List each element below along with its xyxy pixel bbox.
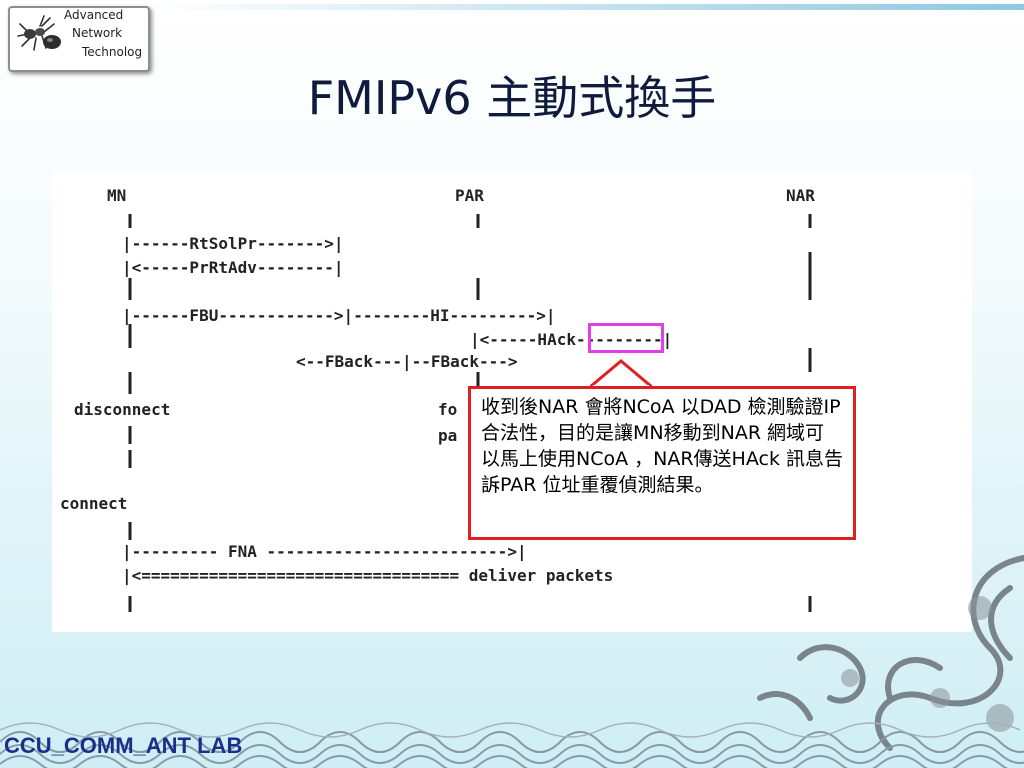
logo-line-1: Advanced — [64, 8, 124, 22]
msg-prrtadv: |<-----PrRtAdv--------| — [122, 258, 344, 277]
label-connect: connect — [60, 494, 128, 513]
label-fo: fo — [438, 400, 458, 419]
msg-rtsolpr: |------RtSolPr------->| — [122, 234, 344, 253]
header-decor-line — [150, 4, 1024, 10]
msg-fna: |--------- FNA -------------------------… — [122, 542, 527, 561]
msg-deliver-packets: |<================================= deli… — [122, 566, 614, 585]
slide-title: FMIPv6 主動式換手 — [307, 71, 717, 125]
hack-highlight-box — [588, 323, 664, 353]
node-label-nar: NAR — [786, 186, 815, 205]
callout-pointer — [590, 359, 652, 389]
logo-line-3: Technolog — [82, 45, 143, 59]
footer-lab-label: CCU_COMM_ANT LAB — [4, 733, 243, 758]
msg-fbu-hi: |------FBU------------>|--------HI------… — [122, 306, 556, 325]
msg-hack: |<-----HAck---------| — [470, 330, 673, 349]
footer-wave-pattern — [0, 722, 1024, 768]
ant-icon — [17, 15, 61, 51]
node-label-par: PAR — [455, 186, 484, 205]
msg-fback: <--FBack---|--FBack---> — [296, 352, 518, 371]
explanation-callout: 收到後NAR 會將NCoA 以DAD 檢測驗證IP 合法性，目的是讓MN移動到N… — [468, 386, 856, 540]
dragon-decoration-icon — [757, 555, 1024, 751]
label-disconnect: disconnect — [74, 400, 171, 419]
label-pa: pa — [438, 426, 458, 445]
callout-text: 收到後NAR 會將NCoA 以DAD 檢測驗證IP 合法性，目的是讓MN移動到N… — [481, 396, 843, 496]
lab-logo: Advanced Network Technolog — [8, 6, 150, 72]
node-label-mn: MN — [107, 186, 127, 205]
logo-line-2: Network — [72, 26, 123, 40]
